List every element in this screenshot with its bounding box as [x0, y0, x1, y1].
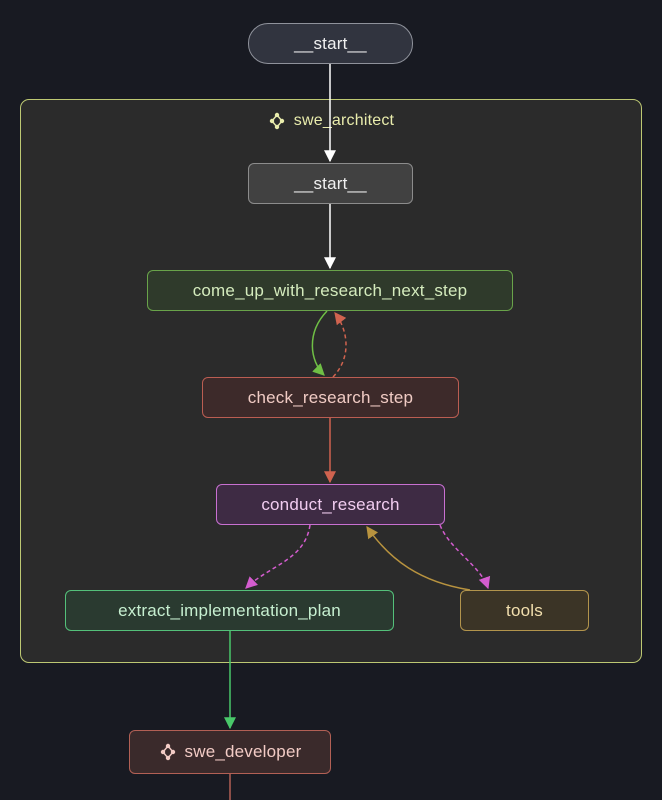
node-tools[interactable]: tools — [460, 590, 589, 631]
subgraph-title: swe_architect — [21, 112, 641, 130]
edge-conduct-to-extract — [245, 524, 311, 589]
graph-icon — [160, 743, 175, 761]
node-start-outer[interactable]: __start__ — [248, 23, 413, 64]
node-label: conduct_research — [261, 494, 400, 514]
graph-icon — [269, 112, 284, 130]
node-come-up-with-research-next-step[interactable]: come_up_with_research_next_step — [147, 270, 513, 311]
node-extract-implementation-plan[interactable]: extract_implementation_plan — [65, 590, 394, 631]
node-label: __start__ — [294, 33, 367, 53]
node-label: swe_developer — [184, 742, 302, 761]
node-label: extract_implementation_plan — [118, 600, 341, 620]
node-check-research-step[interactable]: check_research_step — [202, 377, 459, 418]
edge-conduct-to-tools — [439, 524, 491, 590]
node-label: tools — [506, 600, 543, 620]
edge-check-to-research — [332, 312, 347, 378]
node-conduct-research[interactable]: conduct_research — [216, 484, 445, 525]
node-label: __start__ — [294, 173, 367, 193]
subgraph-title-label: swe_architect — [293, 112, 395, 129]
edge-research-to-check — [311, 310, 328, 376]
node-start-inner[interactable]: __start__ — [248, 163, 413, 204]
node-label: come_up_with_research_next_step — [192, 280, 468, 300]
edge-tools-to-conduct — [366, 526, 471, 591]
node-swe-developer[interactable]: swe_developer — [129, 730, 331, 774]
node-label: check_research_step — [247, 387, 414, 407]
